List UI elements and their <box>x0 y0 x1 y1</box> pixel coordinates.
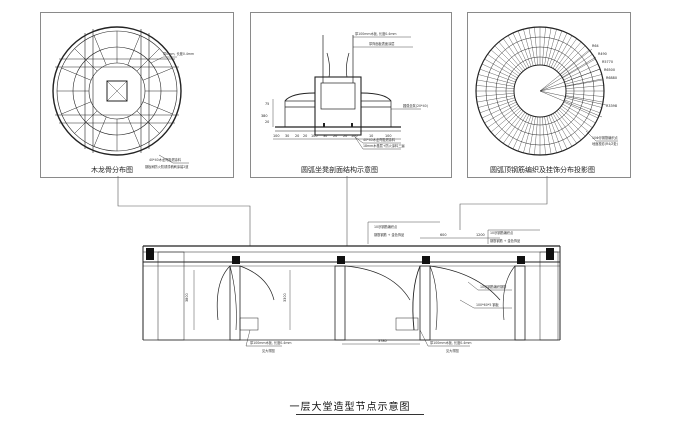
mid-dim-11: 20 <box>343 134 347 138</box>
elev-callout-bottom-3: 厚100mm木板, 长度0.4mm <box>430 340 472 345</box>
middle-panel-caption: 圆弧坐凳剖面结构示意图 <box>301 166 378 174</box>
elev-dim-3: 600 <box>440 233 446 237</box>
mid-dim-3: 20 <box>265 120 269 124</box>
left-note-1: 厚0mm, 长度0.4mm <box>163 51 194 56</box>
mid-note-2: 厚饰面板表面涂层 <box>369 41 395 46</box>
elev-callout-right-1: 10@钢筋编织点 <box>490 230 514 235</box>
mid-dim-4: 100 <box>273 134 279 138</box>
mid-dim-10: 20 <box>333 134 337 138</box>
mid-dim-1: 75 <box>265 102 269 106</box>
rp-dim-1: R64 <box>592 44 599 48</box>
rp-note-2: 地面投影(R4/Z处) <box>592 141 618 146</box>
mid-dim-2: 380 <box>261 114 267 118</box>
rp-dim-2: R490 <box>598 52 607 56</box>
mid-note-3: 圆弧坐凳(20*40) <box>403 103 428 108</box>
elev-dim-2: 3300 <box>283 293 287 302</box>
elev-callout-top-1: 10@钢筋编织点 <box>374 224 398 229</box>
elev-callout-bottom-1: 厚100mm木板, 长度0.4mm <box>250 340 292 345</box>
elev-dim-4: 1200 <box>476 233 485 237</box>
rp-note-1: 10Φ@钢筋编织点 <box>592 135 619 140</box>
timber-keel-plan-drawing: 厚0mm, 长度0.4mm 40*40木龙骨阻燃涂料 钢板刷防火防锈漆稿刷涂装2… <box>52 26 194 169</box>
seat-section-drawing: 厚100mm木板, 长度0.4mm 厚饰面板表面涂层 圆弧坐凳(20*40) 4… <box>261 31 428 150</box>
elev-dim-5: 3780 <box>378 339 387 343</box>
mid-dim-7: 20 <box>303 134 307 138</box>
radial-mesh-panel: R64 R490 R5770 R6500 R6880 R3398 10Φ@钢筋编… <box>467 12 631 178</box>
mid-dim-6: 20 <box>295 134 299 138</box>
rp-dim-6: R3398 <box>606 104 617 108</box>
rp-dim-4: R6500 <box>604 68 615 72</box>
mid-dim-5: 30 <box>285 134 289 138</box>
elev-callout-right-2: 钢筋钢筋 + 金色饰品 <box>490 238 520 243</box>
mid-dim-12: 100 <box>351 134 357 138</box>
elev-callout-right-3: 10@钢筋编织钢筋 <box>480 284 506 289</box>
mid-dim-13: 10 <box>369 134 373 138</box>
drawing-title: 一层大堂造型节点示意图 <box>289 402 411 413</box>
mid-note-5: 18mm木基层+防火涂料三遍 <box>363 143 405 148</box>
left-panel-caption: 木龙骨分布图 <box>91 166 133 174</box>
timber-keel-plan-panel: 厚0mm, 长度0.4mm 40*40木龙骨阻燃涂料 钢板刷防火防锈漆稿刷涂装2… <box>40 12 234 178</box>
elev-callout-top-2: 钢筋钢筋 + 金色饰品 <box>374 232 404 237</box>
mid-dim-9: 30 <box>323 134 327 138</box>
elev-callout-right-4: 100*60*5 钢板 <box>476 302 500 307</box>
mid-note-4: 40*40木龙骨阻燃涂料 <box>363 137 396 142</box>
left-note-3: 钢板刷防火防锈漆稿刷涂装2道 <box>145 164 189 169</box>
mid-dim-8: 100 <box>311 134 317 138</box>
rp-dim-5: R6880 <box>606 76 617 80</box>
seat-section-panel: 厚100mm木板, 长度0.4mm 厚饰面板表面涂层 圆弧坐凳(20*40) 4… <box>250 12 452 178</box>
right-panel-caption: 圆弧顶钢筋编织及挂饰分布投影图 <box>490 166 595 174</box>
left-note-2: 40*40木龙骨阻燃涂料 <box>149 157 182 162</box>
elev-callout-bottom-2: 见大样图 <box>262 348 275 353</box>
mid-dim-14: 100 <box>385 134 391 138</box>
title-underline <box>296 414 424 415</box>
rp-dim-3: R5770 <box>602 60 613 64</box>
mid-note-1: 厚100mm木板, 长度0.4mm <box>355 31 397 36</box>
elev-dim-1: 3800 <box>185 293 189 302</box>
radial-mesh-drawing: R64 R490 R5770 R6500 R6880 R3398 10Φ@钢筋编… <box>475 26 619 156</box>
elev-callout-bottom-4: 见大样图 <box>446 348 459 353</box>
